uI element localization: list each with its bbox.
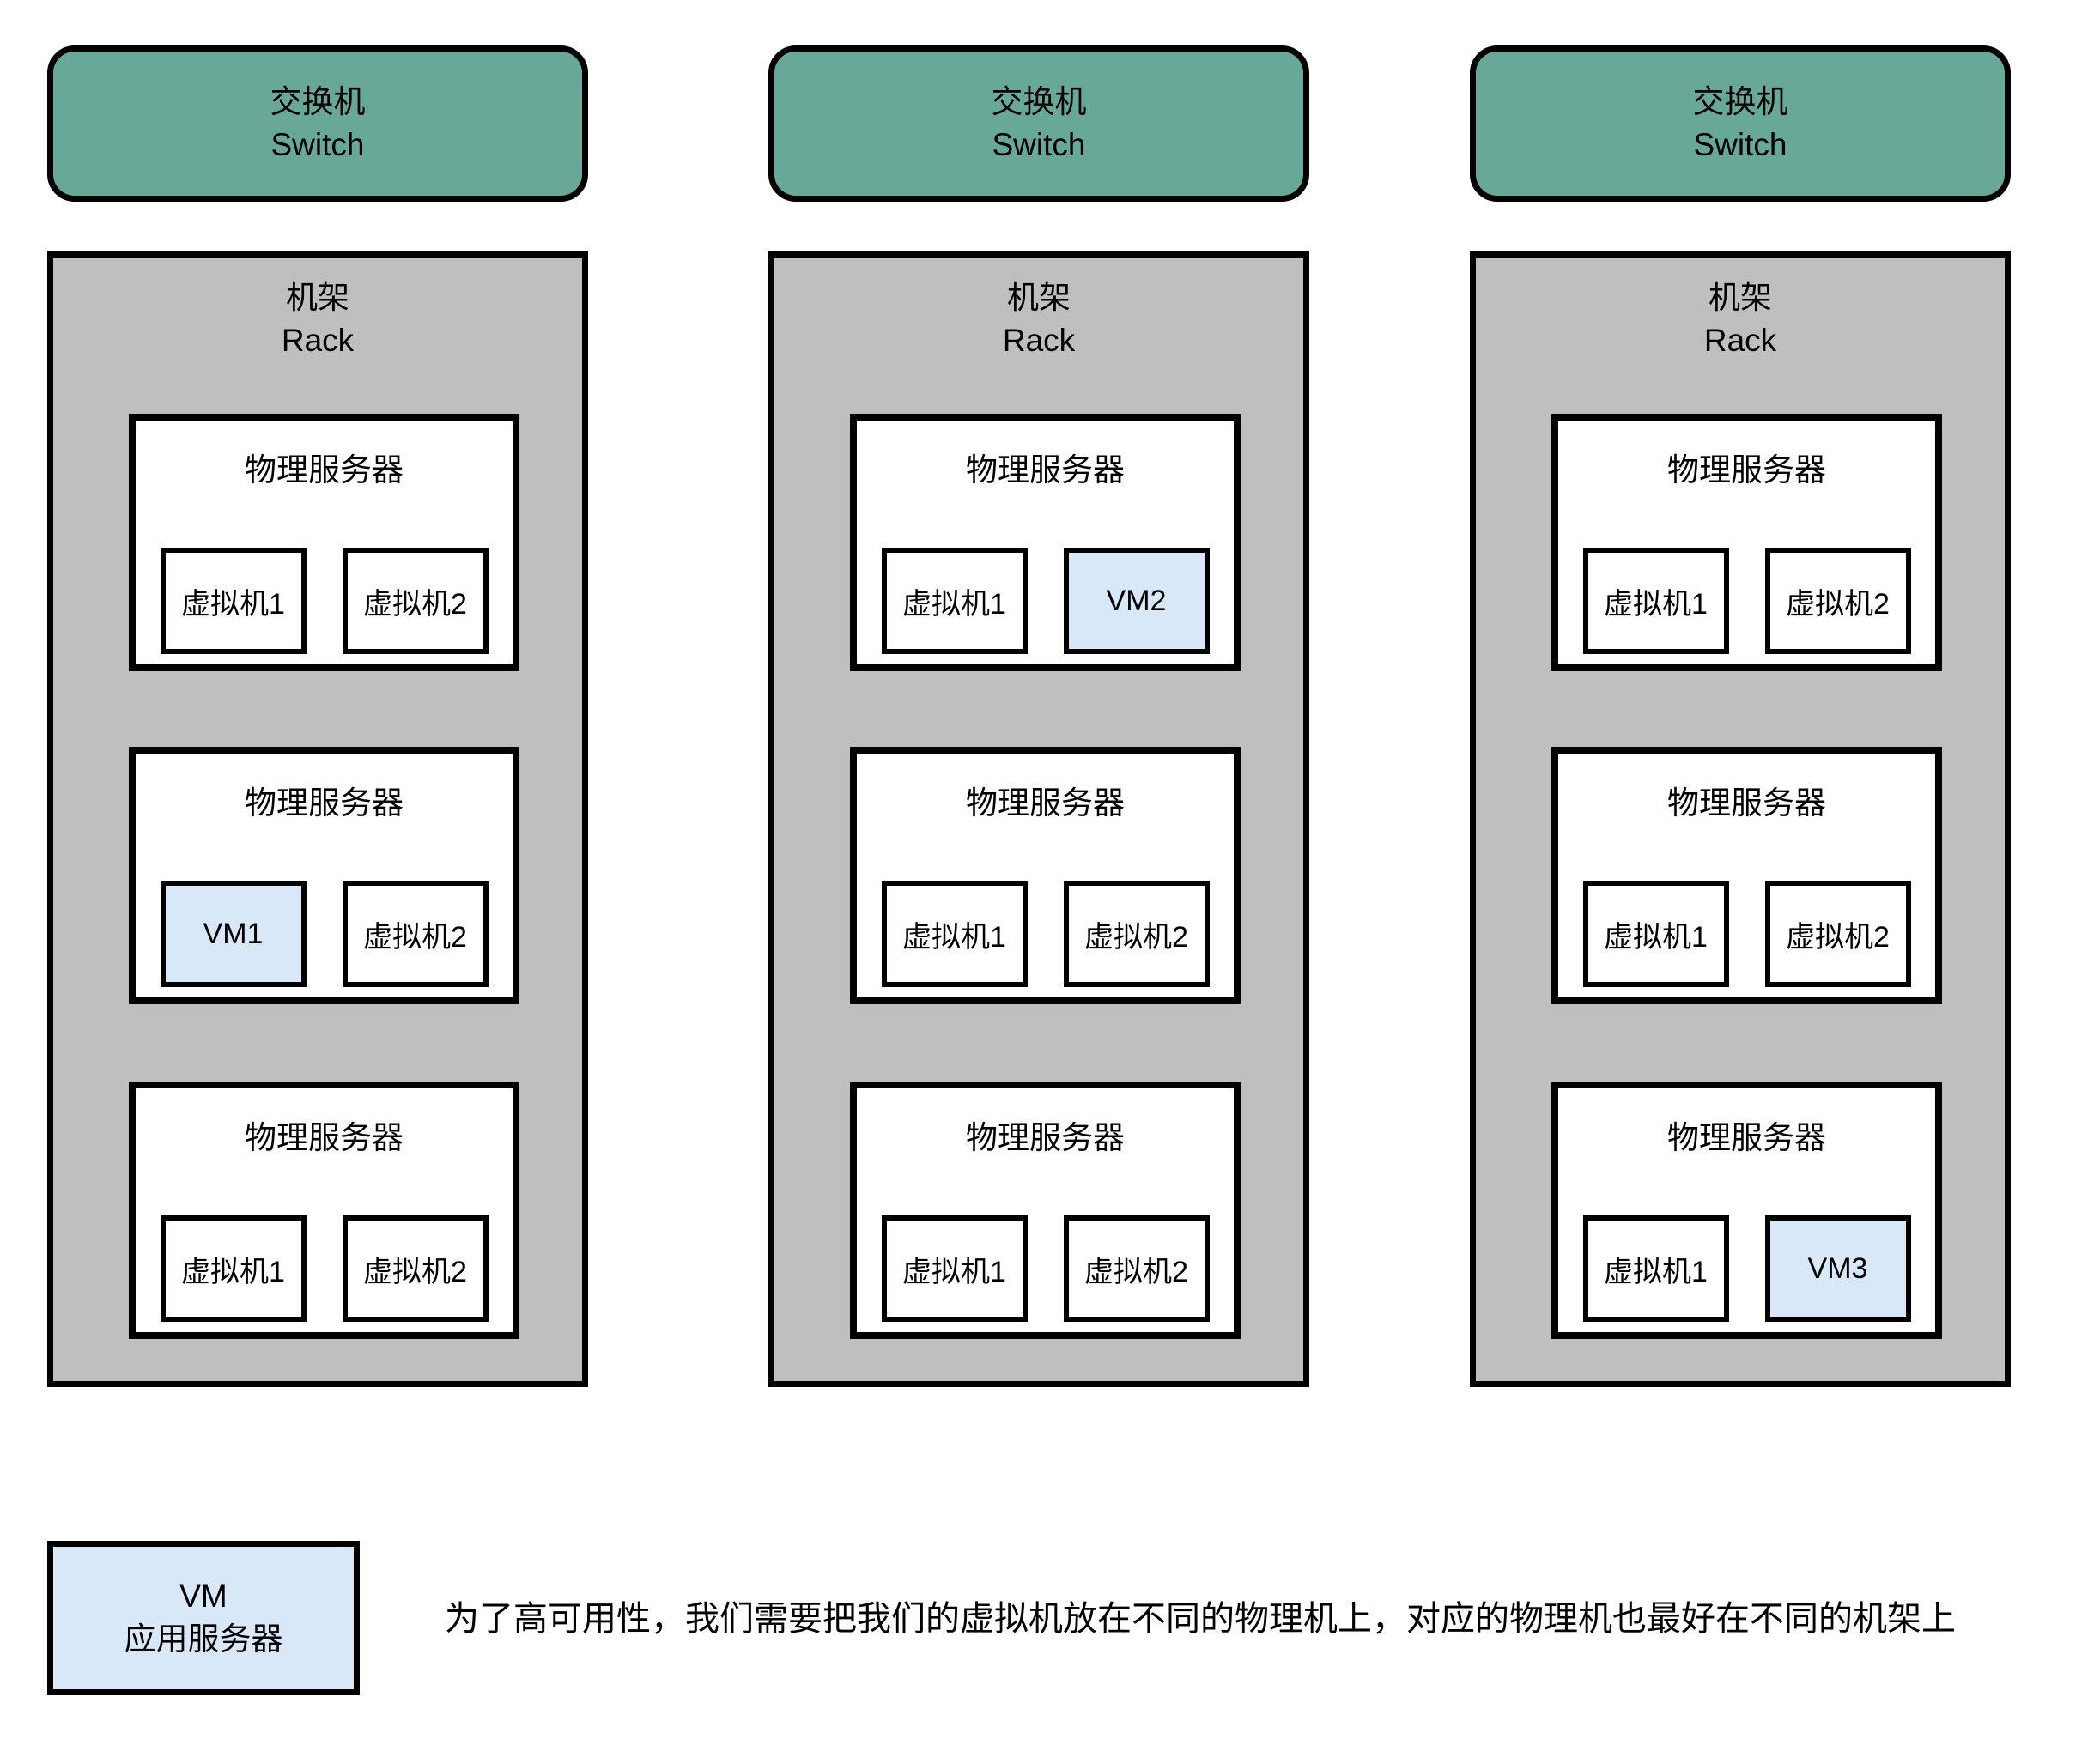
- switch-box-1: 交换机 Switch: [47, 45, 588, 202]
- rack-column-1: 交换机 Switch 机架 Rack 物理服务器 虚拟机1 虚拟机2 物理服务器…: [47, 0, 588, 1459]
- server-box: 物理服务器 虚拟机1 VM3: [1551, 1082, 1942, 1339]
- legend-line1: VM: [179, 1578, 228, 1614]
- vm-row: VM1 虚拟机2: [136, 881, 513, 987]
- server-title: 物理服务器: [966, 452, 1125, 488]
- vm-box: 虚拟机1: [160, 548, 307, 654]
- rack-box-3: 机架 Rack 物理服务器 虚拟机1 虚拟机2 物理服务器 虚拟机1 虚拟机2 …: [1470, 251, 2011, 1387]
- rack-column-2: 交换机 Switch 机架 Rack 物理服务器 虚拟机1 VM2 物理服务器 …: [768, 0, 1309, 1459]
- switch-box-2: 交换机 Switch: [768, 45, 1309, 202]
- vm-box: 虚拟机2: [1764, 548, 1911, 654]
- server-title: 物理服务器: [966, 1120, 1125, 1155]
- legend-line2: 应用服务器: [124, 1621, 283, 1657]
- vm-box: 虚拟机1: [1582, 548, 1729, 654]
- vm-box-highlighted: VM3: [1764, 1215, 1911, 1322]
- vm-box: 虚拟机2: [342, 881, 489, 987]
- vm-row: 虚拟机1 虚拟机2: [857, 1215, 1234, 1322]
- vm-box: 虚拟机1: [1582, 1215, 1729, 1322]
- switch-label-en: Switch: [270, 127, 365, 162]
- vm-box: 虚拟机1: [160, 1215, 307, 1322]
- rack-label-en: Rack: [1002, 323, 1076, 358]
- server-box: 物理服务器 虚拟机1 虚拟机2: [1551, 747, 1942, 1004]
- rack-title: 机架 Rack: [774, 276, 1303, 362]
- vm-row: 虚拟机1 虚拟机2: [136, 548, 513, 654]
- rack-title: 机架 Rack: [1476, 276, 2005, 362]
- server-title: 物理服务器: [1667, 1120, 1826, 1155]
- server-title: 物理服务器: [245, 785, 404, 821]
- vm-box: 虚拟机1: [881, 881, 1028, 987]
- server-title: 物理服务器: [966, 785, 1125, 821]
- switch-box-3: 交换机 Switch: [1470, 45, 2011, 202]
- switch-label-en: Switch: [1693, 127, 1787, 162]
- vm-box-highlighted: VM1: [160, 881, 307, 987]
- vm-row: 虚拟机1 虚拟机2: [1558, 548, 1935, 654]
- server-title: 物理服务器: [245, 452, 404, 488]
- server-title: 物理服务器: [1667, 452, 1826, 488]
- vm-row: 虚拟机1 虚拟机2: [1558, 881, 1935, 987]
- rack-box-2: 机架 Rack 物理服务器 虚拟机1 VM2 物理服务器 虚拟机1 虚拟机2 物…: [768, 251, 1309, 1387]
- vm-row: 虚拟机1 VM2: [857, 548, 1234, 654]
- vm-box: 虚拟机2: [342, 1215, 489, 1322]
- rack-label-zh: 机架: [1709, 280, 1772, 315]
- vm-box: 虚拟机2: [1063, 881, 1210, 987]
- vm-box: 虚拟机2: [342, 548, 489, 654]
- server-box: 物理服务器 虚拟机1 虚拟机2: [1551, 414, 1942, 671]
- server-box: 物理服务器 VM1 虚拟机2: [129, 747, 519, 1004]
- vm-box: 虚拟机1: [881, 548, 1028, 654]
- vm-box: 虚拟机2: [1764, 881, 1911, 987]
- switch-label-zh: 交换机: [991, 84, 1087, 119]
- switch-label-zh: 交换机: [1692, 84, 1788, 119]
- rack-label-zh: 机架: [1007, 280, 1071, 315]
- vm-row: 虚拟机1 VM3: [1558, 1215, 1935, 1322]
- vm-box: 虚拟机1: [881, 1215, 1028, 1322]
- rack-box-1: 机架 Rack 物理服务器 虚拟机1 虚拟机2 物理服务器 VM1 虚拟机2 物…: [47, 251, 588, 1387]
- switch-label-zh: 交换机: [270, 84, 366, 119]
- vm-box: 虚拟机1: [1582, 881, 1729, 987]
- rack-label-zh: 机架: [286, 280, 349, 315]
- server-box: 物理服务器 虚拟机1 虚拟机2: [129, 414, 519, 671]
- rack-title: 机架 Rack: [53, 276, 582, 362]
- legend-vm-box: VM 应用服务器: [47, 1541, 360, 1695]
- rack-column-3: 交换机 Switch 机架 Rack 物理服务器 虚拟机1 虚拟机2 物理服务器…: [1470, 0, 2011, 1459]
- switch-label-en: Switch: [992, 127, 1086, 162]
- vm-box: 虚拟机2: [1063, 1215, 1210, 1322]
- server-box: 物理服务器 虚拟机1 虚拟机2: [850, 1082, 1241, 1339]
- vm-row: 虚拟机1 虚拟机2: [857, 881, 1234, 987]
- server-title: 物理服务器: [245, 1120, 404, 1155]
- note-text: 为了高可用性，我们需要把我们的虚拟机放在不同的物理机上，对应的物理机也最好在不同…: [445, 1600, 1956, 1638]
- vm-box-highlighted: VM2: [1063, 548, 1210, 654]
- rack-label-en: Rack: [1703, 323, 1777, 358]
- server-box: 物理服务器 虚拟机1 虚拟机2: [850, 747, 1241, 1004]
- rack-label-en: Rack: [281, 323, 355, 358]
- server-title: 物理服务器: [1667, 785, 1826, 821]
- vm-row: 虚拟机1 虚拟机2: [136, 1215, 513, 1322]
- server-box: 物理服务器 虚拟机1 虚拟机2: [129, 1082, 519, 1339]
- server-box: 物理服务器 虚拟机1 VM2: [850, 414, 1241, 671]
